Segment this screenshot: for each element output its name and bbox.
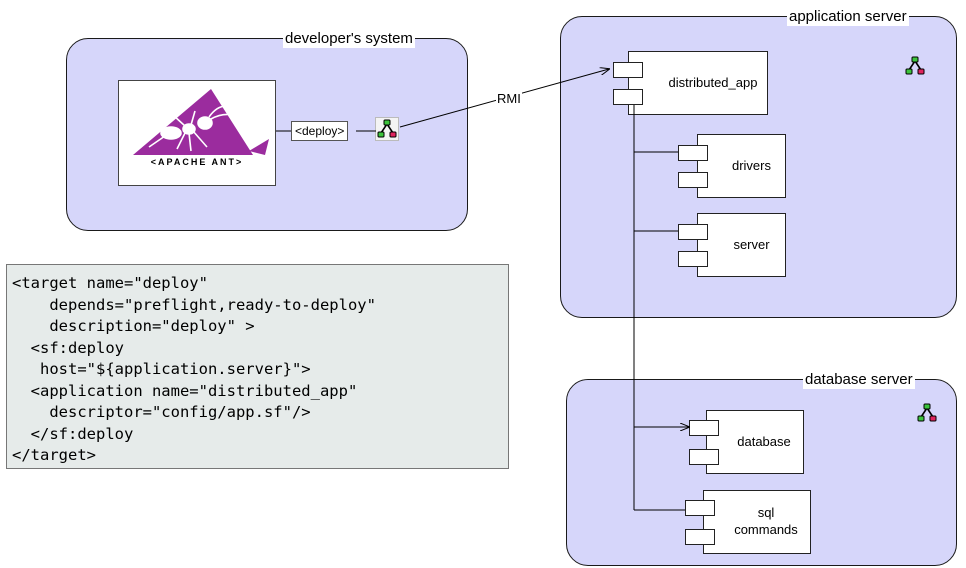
code-line: </target>: [12, 446, 96, 464]
code-line: <target name="deploy": [12, 274, 208, 292]
component-tab: [678, 251, 708, 267]
developer-system-title: developer's system: [283, 30, 415, 48]
code-line: host="${application.server}">: [12, 360, 311, 378]
component-tab: [685, 529, 715, 545]
component-tab: [689, 449, 719, 465]
code-line: <application name="distributed_app": [12, 381, 358, 400]
application-server-title: application server: [787, 8, 909, 26]
component-distributed-app: distributed_app: [628, 51, 768, 115]
component-label: database: [737, 434, 791, 449]
deploy-connector-label: <deploy>: [291, 121, 349, 141]
network-hierarchy-icon: [905, 56, 925, 75]
component-database: database: [706, 410, 804, 474]
component-tab: [678, 224, 708, 240]
code-line: depends="preflight,ready-to-deploy": [12, 295, 376, 314]
database-server-title: database server: [803, 371, 915, 389]
component-tab: [613, 89, 643, 105]
component-label: server: [733, 237, 770, 252]
component-sql-commands: sql commands: [703, 490, 811, 554]
component-label: distributed_app: [668, 75, 758, 90]
component-tab: [678, 172, 708, 188]
code-line: </sf:deploy: [12, 424, 134, 443]
component-label: drivers: [731, 158, 771, 173]
component-drivers: drivers: [697, 134, 786, 198]
apache-ant-caption: <APACHE ANT>: [150, 157, 244, 167]
network-hierarchy-icon: [375, 117, 399, 141]
component-label: sql commands: [734, 505, 798, 537]
ant-build-snippet: <target name="deploy" depends="preflight…: [6, 264, 509, 469]
network-hierarchy-icon: [917, 403, 937, 422]
component-tab: [613, 62, 643, 78]
ant-icon: [133, 89, 269, 155]
component-server: server: [697, 213, 786, 277]
component-tab: [678, 145, 708, 161]
code-line: <sf:deploy: [12, 338, 124, 357]
component-tab: [685, 500, 715, 516]
rmi-connector-label: RMI: [496, 91, 522, 106]
apache-ant-logo: <APACHE ANT>: [118, 80, 276, 186]
code-line: descriptor="config/app.sf"/>: [12, 403, 311, 421]
code-line: description="deploy" >: [12, 317, 255, 335]
